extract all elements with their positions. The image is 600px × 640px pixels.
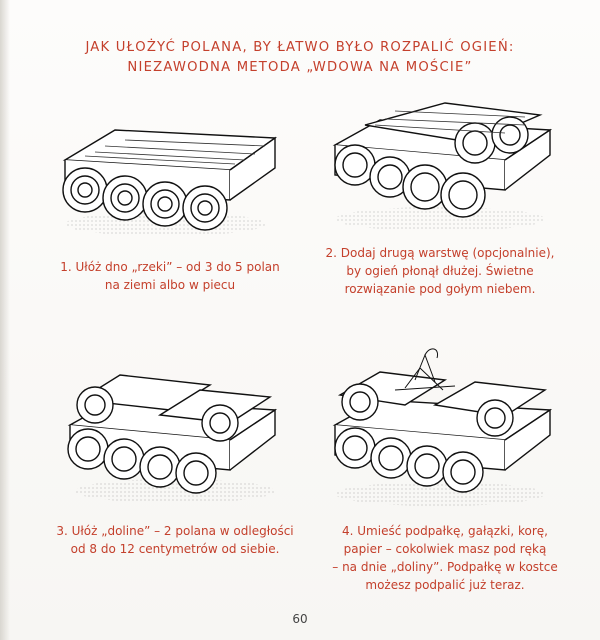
- step-3-illustration: [67, 374, 278, 503]
- step-1-caption: 1. Ułóż dno „rzeki” – od 3 do 5 polan na…: [50, 258, 290, 294]
- page-title: JAK UŁOŻYĆ POLANA, BY ŁATWO BYŁO ROZPALI…: [40, 38, 560, 78]
- step-2-caption: 2. Dodaj drugą warstwę (opcjonalnie), by…: [310, 244, 570, 298]
- step-3-caption: 3. Ułóż „doline” – 2 polana w odległości…: [45, 522, 305, 558]
- step-4-line-1: 4. Umieść podpałkę, gałązki, korę,: [342, 524, 548, 538]
- page-number: 60: [292, 612, 308, 626]
- page-edge-shadow: [0, 0, 10, 640]
- step-2-illustration: [332, 102, 553, 231]
- step-3-line-1: 3. Ułóż „doline” – 2 polana w odległości: [56, 524, 294, 538]
- step-4-line-4: możesz podpalić już teraz.: [365, 578, 525, 592]
- step-4-illustration: [332, 348, 553, 506]
- step-2-line-1: 2. Dodaj drugą warstwę (opcjonalnie),: [325, 246, 555, 260]
- step-2-line-2: by ogień płonął dłużej. Świetne: [346, 264, 534, 278]
- step-1-line-2: na ziemi albo w piecu: [104, 278, 236, 292]
- title-line-1: JAK UŁOŻYĆ POLANA, BY ŁATWO BYŁO ROZPALI…: [85, 40, 515, 55]
- step-3-line-2: od 8 do 12 centymetrów od siebie.: [70, 542, 280, 556]
- step-2-line-3: rozwiązanie pod gołym niebem.: [344, 282, 536, 296]
- step-4-caption: 4. Umieść podpałkę, gałązki, korę, papie…: [310, 522, 580, 594]
- step-4-line-2: papier – cokolwiek masz pod ręką: [343, 542, 547, 556]
- title-line-2: NIEZAWODNA METODA „WDOWA NA MOŚCIE”: [127, 60, 473, 75]
- step-4-line-3: – na dnie „doliny”. Podpałkę w kostce: [332, 560, 558, 574]
- step-1-line-1: 1. Ułóż dno „rzeki” – od 3 do 5 polan: [60, 260, 280, 274]
- step-1-illustration: [62, 129, 278, 236]
